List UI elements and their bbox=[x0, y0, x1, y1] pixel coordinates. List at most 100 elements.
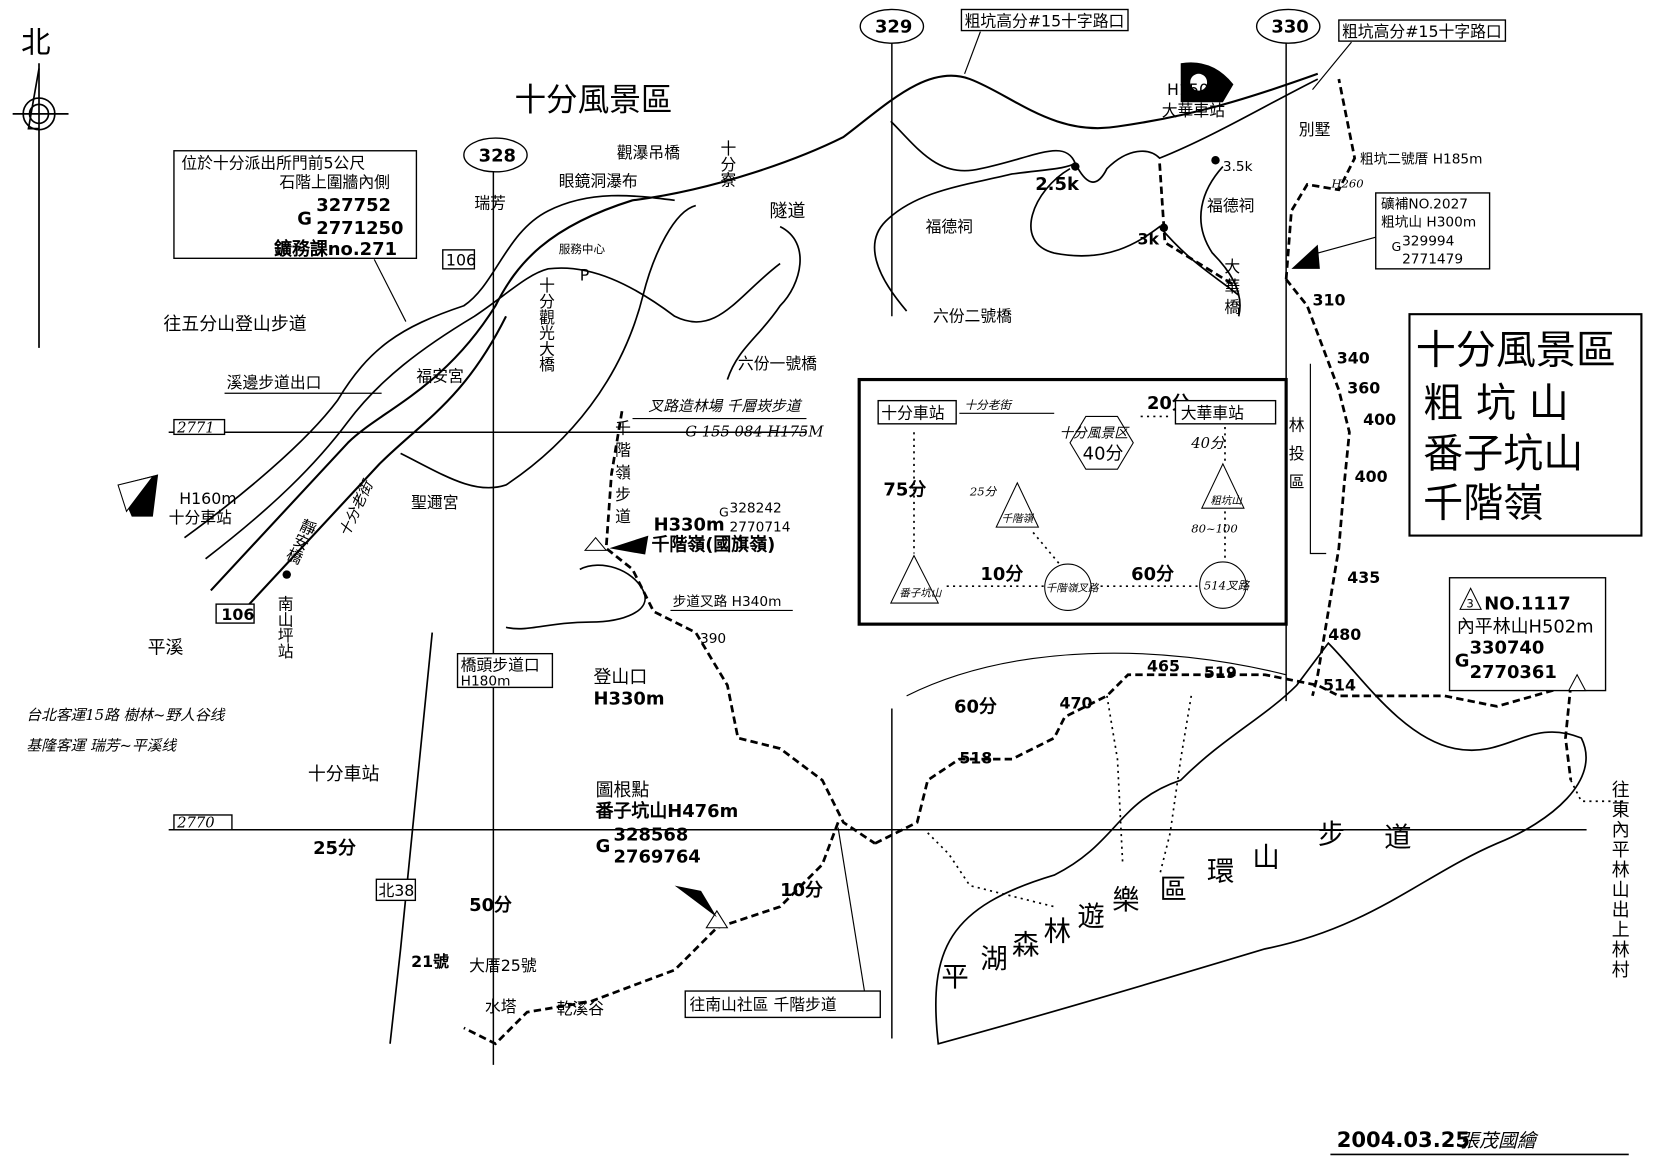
label-creek-trail-exit: 溪邊步道出口 bbox=[227, 373, 322, 392]
legend-box: 十分風景區 粗 坑 山 番子坑山 千階嶺 bbox=[1408, 313, 1643, 537]
svg-text:H260: H260 bbox=[1330, 177, 1363, 191]
svg-text:327752: 327752 bbox=[316, 195, 391, 216]
svg-text:鑛務課no.271: 鑛務課no.271 bbox=[274, 238, 397, 260]
svg-text:湖: 湖 bbox=[980, 944, 1007, 975]
map-title: 十分風景區 bbox=[514, 83, 672, 119]
grid-label-2770: 2770 bbox=[176, 815, 215, 832]
svg-text:H150m: H150m bbox=[1167, 80, 1224, 99]
label-fude-shrine: 福德祠 bbox=[926, 217, 973, 236]
svg-text:25分: 25分 bbox=[969, 485, 998, 499]
label-nanshanping-station: 南山坪站 bbox=[275, 596, 294, 659]
map-date: 2004.03.25 bbox=[1337, 1127, 1470, 1152]
label-dahua-bridge: 大華橋 bbox=[1222, 258, 1241, 318]
label-parking: P bbox=[580, 265, 590, 284]
label-fanzikeng: 番子坑山H476m bbox=[595, 800, 739, 822]
svg-text:千階嶺: 千階嶺 bbox=[1423, 481, 1543, 527]
svg-text:內平林山H502m: 內平林山H502m bbox=[1457, 617, 1594, 638]
svg-text:60分: 60分 bbox=[954, 697, 997, 718]
label-to-nanshan: 往南山社區 千階步道 bbox=[689, 995, 836, 1014]
shifen-station-icon bbox=[117, 474, 159, 517]
svg-text:番子坑山: 番子坑山 bbox=[1423, 431, 1583, 477]
svg-text:G: G bbox=[1455, 650, 1470, 671]
grid-label-2771: 2771 bbox=[176, 419, 215, 436]
route-time-inset: 十分車站 十分老街 十分風景区 40分 20分 大華車站 40分 粗坑山 80~… bbox=[857, 377, 1288, 626]
svg-text:2770714: 2770714 bbox=[730, 519, 791, 535]
svg-text:400: 400 bbox=[1363, 410, 1396, 429]
road-106-label: 106 bbox=[446, 251, 476, 270]
cukeng-info-box: 礦補NO.2027 粗坑山 H300m G 329994 2771479 bbox=[1375, 192, 1491, 270]
label-fuan-temple: 福安宮 bbox=[416, 367, 463, 386]
svg-text:330: 330 bbox=[1271, 17, 1308, 38]
svg-text:十分風景区: 十分風景区 bbox=[1059, 426, 1130, 442]
label-water-tower: 水塔 bbox=[485, 997, 517, 1016]
svg-text:粗坑山 H300m: 粗坑山 H300m bbox=[1381, 215, 1476, 231]
svg-text:40分: 40分 bbox=[1083, 444, 1124, 465]
svg-text:328568: 328568 bbox=[614, 824, 689, 845]
svg-text:礦補NO.2027: 礦補NO.2027 bbox=[1381, 196, 1468, 213]
label-cukeng-house: 粗坑二號厝 H185m bbox=[1360, 151, 1483, 167]
svg-text:番子坑山: 番子坑山 bbox=[899, 588, 943, 600]
svg-text:千階嶺: 千階嶺 bbox=[1001, 513, 1034, 525]
road-106-label: 106 bbox=[221, 605, 254, 624]
svg-text:大厝25號: 大厝25號 bbox=[469, 956, 537, 975]
svg-text:森: 森 bbox=[1012, 930, 1039, 961]
label-shengmi-temple: 聖邇宮 bbox=[411, 493, 458, 512]
label-tugen: 圖根點 bbox=[596, 780, 650, 801]
svg-text:518: 518 bbox=[959, 748, 992, 767]
bus-line-1: 台北客運15路 樹林~野人谷线 bbox=[26, 707, 225, 724]
svg-text:環: 環 bbox=[1207, 856, 1234, 887]
svg-text:十分老街: 十分老街 bbox=[965, 398, 1014, 412]
svg-text:2770361: 2770361 bbox=[1470, 662, 1557, 683]
pointer-arrow-icon bbox=[609, 535, 649, 555]
label-dahua-station: 大華車站 bbox=[1162, 101, 1225, 120]
svg-text:80~100: 80~100 bbox=[1191, 521, 1238, 535]
svg-text:十分風景區: 十分風景區 bbox=[1416, 328, 1616, 374]
svg-text:390: 390 bbox=[700, 631, 726, 647]
svg-text:340: 340 bbox=[1337, 349, 1370, 368]
svg-text:360: 360 bbox=[1347, 378, 1380, 397]
svg-text:石階上圍牆內側: 石階上圍牆內側 bbox=[279, 173, 390, 192]
label-station-height: H160m bbox=[179, 489, 236, 508]
svg-text:10分: 10分 bbox=[780, 880, 823, 901]
label-bridgehead-trail: 橋頭步道口 bbox=[461, 656, 540, 675]
route-330-badge: 330 bbox=[1255, 8, 1321, 44]
neipinglin-info-box: 3 NO.1117 內平林山H502m G 330740 2770361 bbox=[1448, 577, 1607, 692]
grid-lines bbox=[168, 42, 1587, 1065]
svg-text:2769764: 2769764 bbox=[614, 846, 701, 867]
label-trailhead: 登山口 bbox=[594, 667, 648, 688]
map-author: 張茂國繪 bbox=[1460, 1130, 1539, 1152]
junction-label: 粗坑高分#15十字路口 bbox=[965, 11, 1125, 30]
svg-text:2.5k: 2.5k bbox=[1035, 174, 1080, 195]
svg-text:山: 山 bbox=[1252, 843, 1279, 874]
svg-text:道: 道 bbox=[1384, 823, 1411, 854]
svg-text:2771250: 2771250 bbox=[316, 218, 403, 239]
svg-text:3k: 3k bbox=[1137, 230, 1159, 249]
svg-text:G: G bbox=[1392, 239, 1402, 254]
svg-text:21號: 21號 bbox=[411, 952, 449, 971]
label-liufen-bridge1: 六份一號橋 bbox=[738, 354, 817, 373]
svg-text:514: 514 bbox=[1323, 676, 1356, 695]
svg-text:3.5k: 3.5k bbox=[1223, 159, 1253, 175]
svg-text:千階嶺叉路: 千階嶺叉路 bbox=[1046, 582, 1100, 594]
svg-text:G: G bbox=[297, 209, 312, 230]
label-to-east: 往東內平林山出上林村 bbox=[1609, 780, 1630, 981]
svg-text:大華車站: 大華車站 bbox=[1181, 404, 1244, 423]
svg-text:G: G bbox=[719, 505, 729, 520]
label-guanpu-bridge: 觀瀑吊橋 bbox=[617, 143, 680, 162]
north-label: 北 bbox=[21, 26, 51, 60]
pinghu-trail-label: 平 bbox=[941, 962, 968, 993]
svg-text:60分: 60分 bbox=[1131, 564, 1174, 585]
label-ruifang: 瑞芳 bbox=[474, 194, 506, 213]
svg-text:步: 步 bbox=[1318, 819, 1345, 850]
benchmark-info-box: 位於十分派出所門前5公尺 石階上圍牆內側 G 327752 2771250 鑛務… bbox=[173, 150, 418, 322]
summit-triangle-icon bbox=[1567, 673, 1587, 692]
svg-text:粗坑山: 粗坑山 bbox=[1210, 495, 1243, 507]
label-qianxi-valley: 乾溪谷 bbox=[557, 999, 605, 1018]
svg-text:遊: 遊 bbox=[1077, 902, 1104, 933]
label-wufenshan-trail: 往五分山登山步道 bbox=[163, 314, 306, 335]
label-fude-shrine: 福德祠 bbox=[1207, 196, 1254, 215]
svg-text:H330m: H330m bbox=[594, 688, 665, 709]
svg-text:50分: 50分 bbox=[469, 895, 512, 916]
svg-text:40分: 40分 bbox=[1190, 435, 1226, 452]
